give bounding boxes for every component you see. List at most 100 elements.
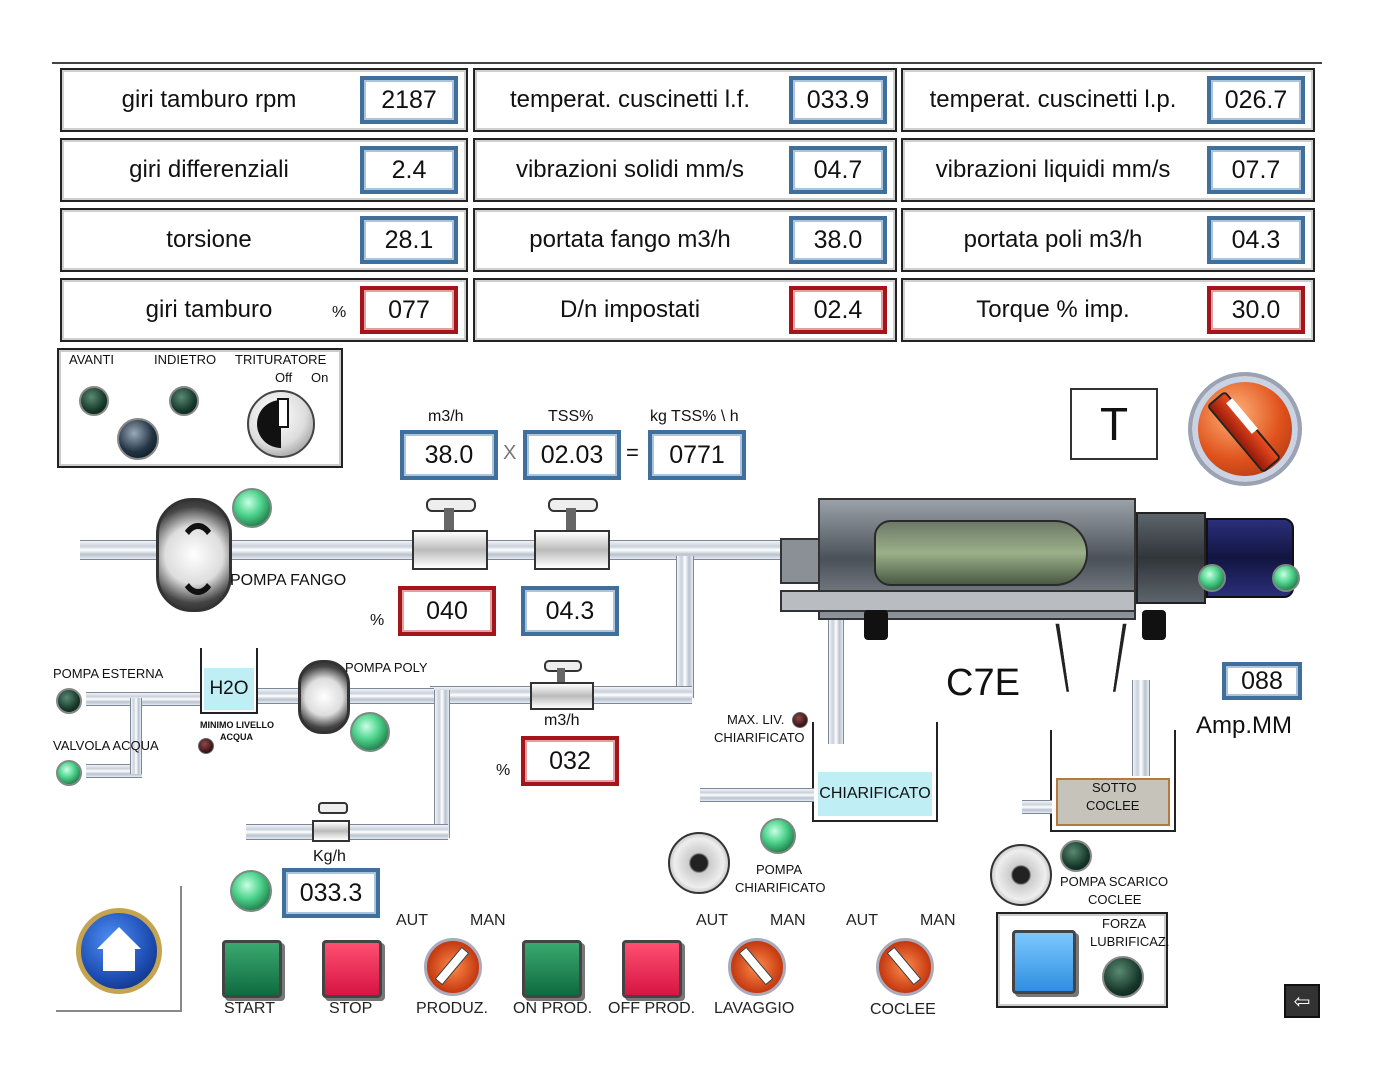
coclee-selector[interactable] <box>876 938 934 996</box>
direction-select-button[interactable] <box>117 418 159 460</box>
param-cell: giri differenziali 2.4 <box>60 138 468 202</box>
screw-discharge-coclee-label: COCLEE <box>1088 892 1142 907</box>
param-label: vibrazioni solidi mm/s <box>515 156 745 183</box>
kgh-flowmeter-icon <box>312 802 350 844</box>
trituratore-off-label: Off <box>275 370 293 385</box>
screw-discharge-pump-icon[interactable] <box>990 844 1052 906</box>
decanter-motor-led-2 <box>1272 564 1300 592</box>
sotto-label: SOTTO <box>1092 780 1137 795</box>
home-button[interactable] <box>76 908 162 994</box>
produz-selector[interactable] <box>424 938 482 996</box>
avanti-indicator <box>79 386 109 416</box>
sludge-valve-1-value: 040 <box>398 586 496 636</box>
trituratore-on-label: On <box>311 370 329 385</box>
param-label: temperat. cuscinetti l.p. <box>929 86 1177 113</box>
calc-kgtss-value: 0771 <box>648 430 746 480</box>
lubrication-label: LUBRIFICAZ. <box>1090 934 1170 949</box>
back-arrow-icon[interactable]: ⇦ <box>1284 984 1320 1018</box>
t-indicator: T <box>1070 388 1158 460</box>
force-label: FORZA <box>1102 916 1147 931</box>
motor-amp-value: 088 <box>1222 662 1302 700</box>
poly-m3h-label: m3/h <box>544 712 580 729</box>
top-divider <box>52 62 1322 64</box>
water-connector-pipe <box>130 698 142 774</box>
calc-header-m3h: m3/h <box>428 408 464 425</box>
indietro-label: INDIETRO <box>154 352 217 367</box>
param-cell: vibrazioni liquidi mm/s 07.7 <box>901 138 1315 202</box>
max-level-clarified-label: CHIARIFICATO <box>714 730 805 745</box>
param-label: vibrazioni liquidi mm/s <box>935 156 1171 183</box>
external-pump-label: POMPA ESTERNA <box>53 666 164 681</box>
sotto-coclee-label: COCLEE <box>1086 798 1140 813</box>
avanti-label: AVANTI <box>69 352 115 367</box>
sludge-valve-1-icon[interactable] <box>412 498 488 574</box>
force-lubrication-button[interactable] <box>1012 930 1076 994</box>
indietro-indicator <box>169 386 199 416</box>
water-valve-label: VALVOLA ACQUA <box>53 738 159 753</box>
h2o-label: H2O <box>204 668 254 710</box>
direction-panel: AVANTI INDIETRO TRITURATORE Off On <box>57 348 343 468</box>
screw-outlet-pipe <box>1022 800 1052 814</box>
produz-label: PRODUZ. <box>416 1000 488 1017</box>
max-level-led <box>792 712 808 728</box>
min-level-label: MINIMO LIVELLO <box>200 720 274 730</box>
param-label: giri tamburo <box>145 296 273 323</box>
param-value: 2.4 <box>360 146 458 194</box>
clarified-pump-label-2: CHIARIFICATO <box>735 880 826 895</box>
param-value: 07.7 <box>1207 146 1305 194</box>
force-lubrication-panel: FORZA LUBRIFICAZ. <box>996 912 1170 1008</box>
coclee-control-label: COCLEE <box>870 1001 936 1018</box>
lavaggio-selector[interactable] <box>728 938 786 996</box>
screw-discharge-pump-led <box>1060 840 1092 872</box>
off-prod-label: OFF PROD. <box>608 1000 696 1017</box>
on-prod-label: ON PROD. <box>513 1000 593 1017</box>
clarified-pump-icon[interactable] <box>668 832 730 894</box>
poly-valve-icon[interactable] <box>530 660 594 710</box>
on-prod-button[interactable] <box>522 940 582 998</box>
param-label: torsione <box>166 226 252 253</box>
external-pump-pipe <box>86 692 202 706</box>
min-level-water-label: ACQUA <box>220 732 253 742</box>
poly-pct-unit: % <box>496 762 511 779</box>
clarified-tank-label: CHIARIFICATO <box>818 772 932 816</box>
start-button[interactable] <box>222 940 282 998</box>
sludge-pump-icon[interactable] <box>156 498 232 612</box>
calc-equals-sign: = <box>626 440 639 465</box>
param-value: 04.3 <box>1207 216 1305 264</box>
decanter-centrifuge <box>780 498 1294 640</box>
param-cell: temperat. cuscinetti l.f.033.9 <box>473 68 897 132</box>
calc-flow-value: 38.0 <box>400 430 498 480</box>
external-pump-led <box>56 688 82 714</box>
off-prod-button[interactable] <box>622 940 682 998</box>
param-cell: temperat. cuscinetti l.p. 026.7 <box>901 68 1315 132</box>
poly-pump-icon[interactable] <box>298 660 350 734</box>
main-selector-knob[interactable] <box>1188 372 1302 486</box>
kgh-status-led <box>230 870 272 912</box>
water-valve-led <box>56 760 82 786</box>
decanter-motor-led-1 <box>1198 564 1226 592</box>
sludge-valve-2-icon[interactable] <box>534 498 610 574</box>
stop-label: STOP <box>329 1000 373 1017</box>
max-level-label: MAX. LIV. <box>727 712 785 727</box>
motor-amp-label: Amp.MM <box>1196 712 1292 739</box>
screw-discharge-pump-label: POMPA SCARICO <box>1060 874 1169 889</box>
lubrication-led <box>1102 956 1144 998</box>
param-label: D/n impostati <box>559 296 701 323</box>
param-label: Torque % imp. <box>976 296 1130 323</box>
kgh-value: 033.3 <box>282 868 380 918</box>
lavaggio-man-label: MAN <box>770 912 806 929</box>
stop-button[interactable] <box>322 940 382 998</box>
calc-tss-value: 02.03 <box>523 430 621 480</box>
param-label: giri differenziali <box>129 156 289 183</box>
poly-dosing-value: 032 <box>521 736 619 786</box>
param-value: 30.0 <box>1207 286 1305 334</box>
param-label: temperat. cuscinetti l.f. <box>509 86 751 113</box>
param-value: 026.7 <box>1207 76 1305 124</box>
param-value: 2187 <box>360 76 458 124</box>
trituratore-switch[interactable] <box>247 390 315 458</box>
